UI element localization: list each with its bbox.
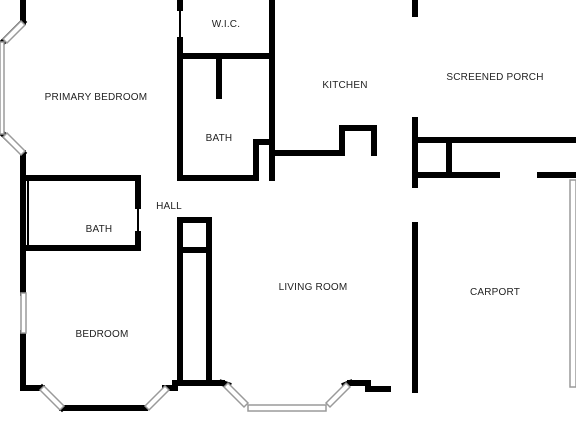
room-labels: PRIMARY BEDROOM W.I.C. KITCHEN SCREENED … bbox=[45, 19, 544, 340]
window-bedroom-left bbox=[20, 292, 27, 334]
label-screened-porch: SCREENED PORCH bbox=[446, 72, 543, 83]
window-living-bay-left bbox=[222, 381, 250, 409]
label-wic: W.I.C. bbox=[212, 19, 240, 30]
window-bedroom-bay-left bbox=[38, 384, 66, 412]
window-primary-bay-top bbox=[1, 19, 27, 45]
label-kitchen: KITCHEN bbox=[322, 80, 367, 91]
label-living-room: LIVING ROOM bbox=[279, 282, 348, 293]
window-primary-left bbox=[0, 41, 5, 135]
windows bbox=[0, 19, 576, 412]
window-bedroom-bay-right bbox=[143, 384, 171, 412]
label-carport: CARPORT bbox=[470, 287, 520, 298]
label-primary-bedroom: PRIMARY BEDROOM bbox=[45, 92, 148, 103]
label-hall: HALL bbox=[156, 201, 182, 212]
window-carport-right bbox=[569, 179, 576, 388]
thin-walls bbox=[27, 8, 181, 248]
label-bath-primary: BATH bbox=[206, 133, 233, 144]
window-primary-bay-bottom bbox=[1, 131, 27, 157]
window-living-bottom bbox=[247, 404, 327, 412]
label-bath-secondary: BATH bbox=[86, 224, 113, 235]
window-living-bay-right bbox=[324, 381, 352, 409]
label-bedroom: BEDROOM bbox=[75, 329, 128, 340]
